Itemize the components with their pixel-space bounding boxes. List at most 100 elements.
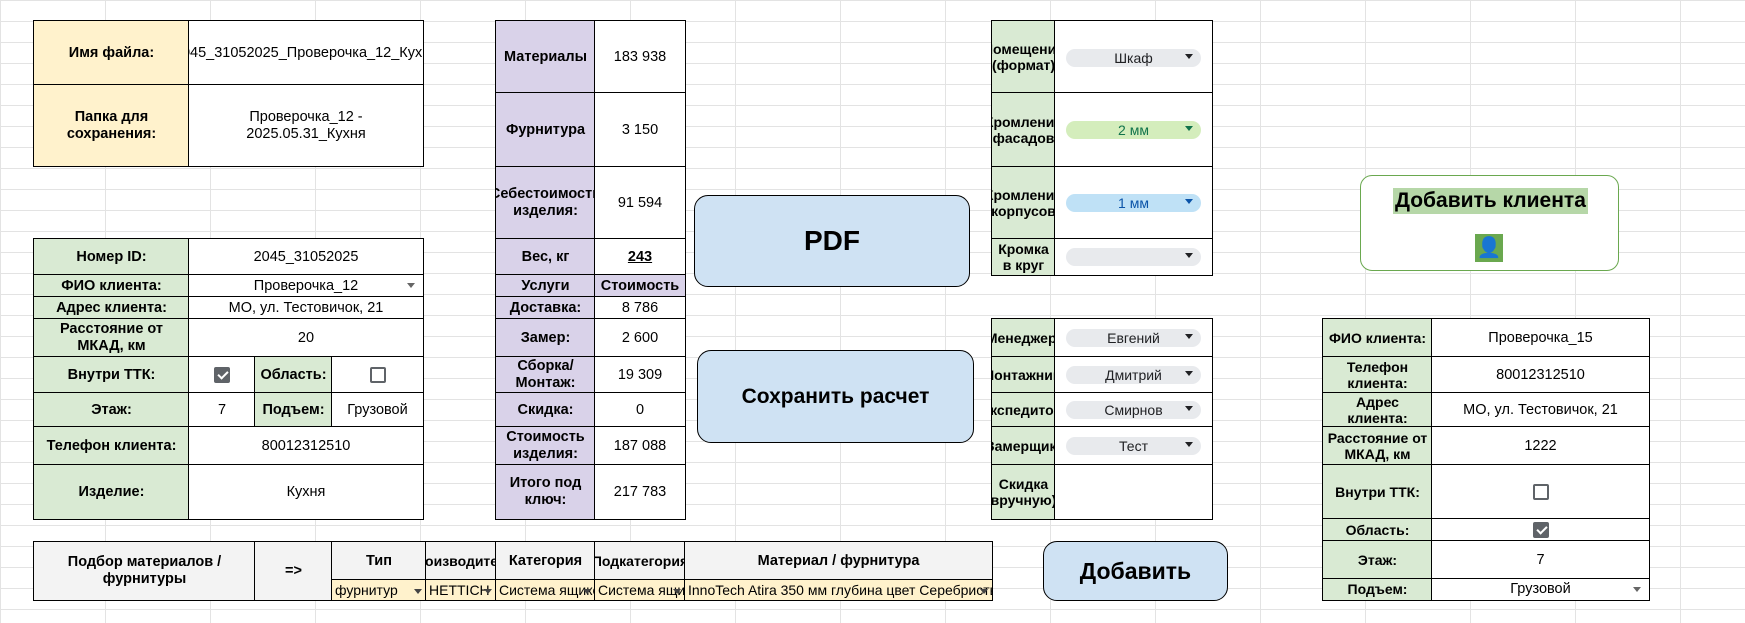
client-floor-label: Этаж: [33, 392, 190, 428]
new-client-region-checkbox[interactable] [1532, 522, 1549, 538]
fittings-value: 3 150 [594, 92, 686, 168]
installer-dropdown[interactable]: Дмитрий [1066, 366, 1201, 384]
add-client-button[interactable]: Добавить клиента [1393, 188, 1588, 214]
new-client-lift-dropdown[interactable]: Грузовой [1431, 578, 1650, 601]
edge-front-value: 2 мм [1118, 122, 1149, 138]
client-phone-label: Телефон клиента: [33, 426, 190, 466]
picker-maker-header: Производитель [425, 541, 497, 581]
file-name-value[interactable]: 2045_31052025_Проверочка_12_Кухня [188, 20, 424, 86]
new-client-phone-label: Телефон клиента: [1322, 356, 1433, 394]
client-floor-value[interactable]: 7 [188, 392, 256, 428]
client-product-value[interactable]: Кухня [188, 464, 424, 520]
forwarder-dropdown[interactable]: Смирнов [1066, 401, 1201, 419]
new-client-floor-input[interactable]: 7 [1431, 540, 1650, 580]
client-ttk-label: Внутри ТТК: [33, 356, 190, 394]
client-ttk-checkbox-cell[interactable] [188, 356, 256, 394]
new-client-fio-input[interactable]: Проверочка_15 [1431, 318, 1650, 358]
client-address-label: Адрес клиента: [33, 296, 190, 320]
chevron-down-icon [414, 589, 422, 594]
picker-type-header: Тип [331, 541, 427, 581]
chevron-down-icon [1185, 442, 1193, 447]
new-client-fio-label: ФИО клиента: [1322, 318, 1433, 358]
new-client-phone-input[interactable]: 80012312510 [1431, 356, 1650, 394]
new-client-address-label: Адрес клиента: [1322, 392, 1433, 428]
client-phone-value[interactable]: 80012312510 [188, 426, 424, 466]
manual-discount-input[interactable] [1054, 464, 1213, 520]
new-client-address-input[interactable]: МО, ул. Тестовичок, 21 [1431, 392, 1650, 428]
edge-front-label: Кромление фасадов [991, 92, 1056, 168]
delivery-value: 8 786 [594, 296, 686, 320]
new-client-ttk-label: Внутри ТТК: [1322, 464, 1433, 520]
client-fio-dropdown[interactable]: Проверочка_12 [188, 274, 424, 298]
edge-round-dropdown[interactable] [1066, 248, 1201, 266]
delivery-label: Доставка: [495, 296, 596, 320]
new-client-ttk-checkbox-cell[interactable] [1431, 464, 1650, 520]
folder-value[interactable]: Проверочка_12 - 2025.05.31_Кухня [188, 84, 424, 167]
chevron-down-icon [1185, 54, 1193, 59]
picker-maker-dropdown[interactable]: HETTICH [425, 579, 497, 601]
picker-category-value: Система ящиков [499, 581, 595, 598]
manager-value: Евгений [1107, 330, 1160, 346]
measurer-dropdown[interactable]: Тест [1066, 437, 1201, 455]
manager-dropdown[interactable]: Евгений [1066, 329, 1201, 347]
client-id-label: Номер ID: [33, 238, 190, 276]
materials-label: Материалы [495, 20, 596, 94]
picker-material-dropdown[interactable]: InnoTech Atira 350 мм глубина цвет Сереб… [684, 579, 993, 601]
picker-type-value: фурнитур [335, 581, 398, 598]
new-client-distance-input[interactable]: 1222 [1431, 426, 1650, 466]
product-cost-value: 187 088 [594, 426, 686, 466]
picker-category-header: Категория [495, 541, 596, 581]
client-region-checkbox-cell[interactable] [331, 356, 424, 394]
measure-label: Замер: [495, 318, 596, 358]
add-button[interactable]: Добавить [1043, 541, 1228, 601]
client-distance-value[interactable]: 20 [188, 318, 424, 358]
chevron-down-icon [1185, 126, 1193, 131]
edge-front-dropdown[interactable]: 2 мм [1066, 121, 1201, 139]
forwarder-label: Экспедитор: [991, 392, 1056, 428]
cost-value: 91 594 [594, 166, 686, 240]
materials-value: 183 938 [594, 20, 686, 94]
new-client-lift-value: Грузовой [1510, 581, 1571, 598]
manual-discount-label: Скидка (вручную): [991, 464, 1056, 520]
picker-category-dropdown[interactable]: Система ящиков [495, 579, 596, 601]
chevron-down-icon [583, 589, 591, 594]
picker-subcategory-value: Система ящиков [598, 581, 686, 598]
add-client-card[interactable]: Добавить клиента 👤 [1360, 175, 1619, 271]
new-client-distance-label: Расстояние от МКАД, км [1322, 426, 1433, 466]
chevron-down-icon [1185, 199, 1193, 204]
new-client-lift-label: Подъем: [1322, 578, 1433, 601]
client-fio-label: ФИО клиента: [33, 274, 190, 298]
new-client-region-label: Область: [1322, 518, 1433, 542]
assembly-label: Сборка/ Монтаж: [495, 356, 596, 394]
picker-material-header: Материал / фурнитура [684, 541, 993, 581]
new-client-region-checkbox-cell[interactable] [1431, 518, 1650, 542]
client-id-value[interactable]: 2045_31052025 [188, 238, 424, 276]
folder-label: Папка для сохранения: [33, 84, 190, 167]
client-ttk-checkbox[interactable] [214, 367, 230, 383]
product-cost-label: Стоимость изделия: [495, 426, 596, 466]
user-icon[interactable]: 👤 [1475, 234, 1503, 262]
forwarder-value: Смирнов [1104, 402, 1163, 418]
save-calculation-button[interactable]: Сохранить расчет [697, 350, 974, 443]
picker-type-dropdown[interactable]: фурнитур [331, 579, 427, 601]
client-lift-value[interactable]: Грузовой [331, 392, 424, 428]
client-region-checkbox[interactable] [369, 367, 386, 383]
new-client-ttk-checkbox[interactable] [1532, 484, 1549, 500]
picker-material-value: InnoTech Atira 350 мм глубина цвет Сереб… [688, 581, 993, 598]
discount-value: 0 [594, 392, 686, 428]
room-format-value: Шкаф [1114, 50, 1153, 66]
client-fio-value: Проверочка_12 [253, 277, 359, 294]
chevron-down-icon[interactable] [407, 283, 415, 288]
chevron-down-icon [980, 589, 988, 594]
picker-subcategory-dropdown[interactable]: Система ящиков [594, 579, 686, 601]
picker-subcategory-header: Подкатегория [594, 541, 686, 581]
picker-maker-value: HETTICH [429, 581, 490, 598]
client-address-value[interactable]: МО, ул. Тестовичок, 21 [188, 296, 424, 320]
edge-body-dropdown[interactable]: 1 мм [1066, 194, 1201, 212]
edge-body-value: 1 мм [1118, 195, 1149, 211]
chevron-down-icon [1185, 253, 1193, 258]
pdf-button[interactable]: PDF [694, 195, 970, 287]
installer-label: Монтажник: [991, 356, 1056, 394]
weight-value: 243 [594, 238, 686, 276]
room-format-dropdown[interactable]: Шкаф [1066, 49, 1201, 67]
